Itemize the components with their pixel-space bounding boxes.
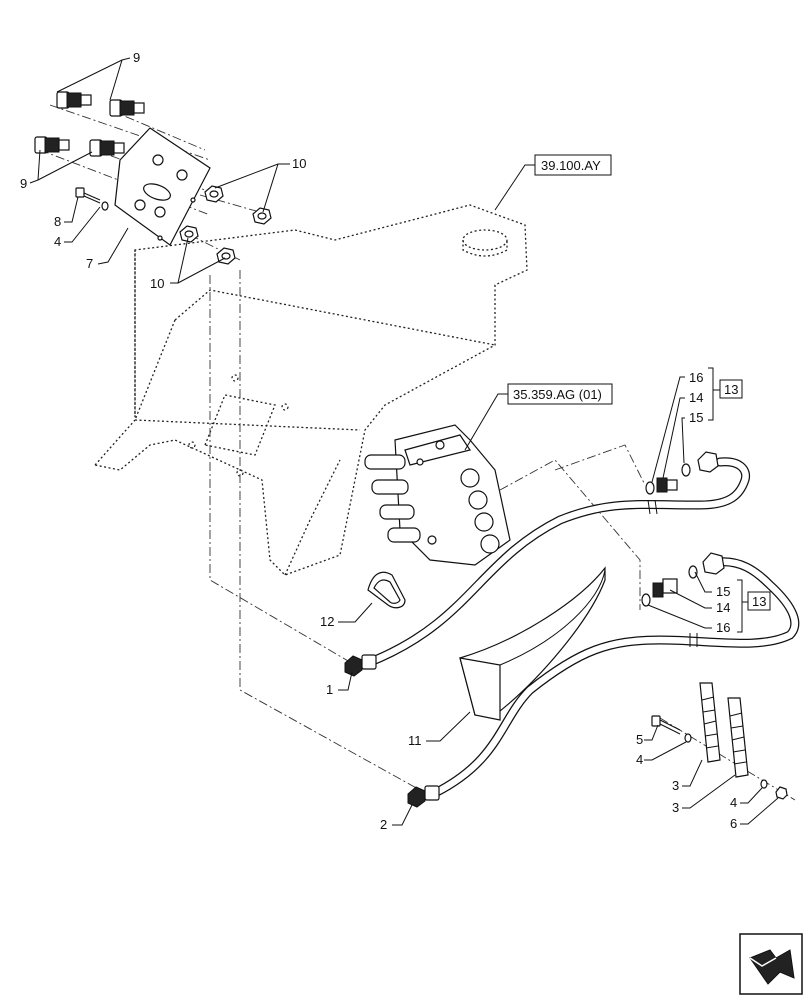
loader-frame-outline <box>93 204 528 576</box>
reference-valve-label: 35.359.AG (01) <box>513 387 602 402</box>
callout-12: 12 <box>320 614 334 629</box>
hydraulic-hoses <box>370 457 800 798</box>
reference-valve[interactable]: 35.359.AG (01) <box>507 383 613 405</box>
callout-4-nut: 4 <box>730 795 737 810</box>
callout-7: 7 <box>86 256 93 271</box>
hose-fitting-1 <box>344 654 377 677</box>
callout-16-upper: 16 <box>689 370 703 385</box>
callout-10-lower: 10 <box>150 276 164 291</box>
quick-coupler-group <box>34 91 145 157</box>
callout-9-left: 9 <box>20 176 27 191</box>
callout-3-a: 3 <box>672 778 679 793</box>
callout-14-upper: 14 <box>689 390 703 405</box>
callout-9-top: 9 <box>133 50 140 65</box>
callout-15-upper: 15 <box>689 410 703 425</box>
reference-frame[interactable]: 39.100.AY <box>534 154 612 176</box>
callout-4-plate: 4 <box>54 234 61 249</box>
fittings-upper <box>645 451 719 495</box>
callout-2: 2 <box>380 817 387 832</box>
callout-4-clamp: 4 <box>636 752 643 767</box>
callout-labels: 9 9 8 4 7 10 10 16 14 15 13 15 14 16 13 … <box>20 50 771 832</box>
callout-8: 8 <box>54 214 61 229</box>
callout-5: 5 <box>636 732 643 747</box>
clamp-bolt-set <box>651 715 788 800</box>
nut-group <box>179 185 272 265</box>
callout-13-upper-box <box>719 379 743 399</box>
control-valve <box>364 424 511 566</box>
callout-16-lower: 16 <box>716 620 730 635</box>
leader-lines <box>29 57 779 826</box>
callout-1: 1 <box>326 682 333 697</box>
callout-6: 6 <box>730 816 737 831</box>
reference-frame-label: 39.100.AY <box>541 158 601 173</box>
hose-clip <box>367 571 406 609</box>
coupler-plate <box>114 127 211 246</box>
protective-sleeve <box>459 566 606 721</box>
callout-10-right: 10 <box>292 156 306 171</box>
hose-fitting-2 <box>407 785 440 808</box>
callout-13-lower-box <box>747 591 771 611</box>
callout-3-b: 3 <box>672 800 679 815</box>
callout-13-lower: 13 <box>752 594 766 609</box>
fittings-lower <box>641 552 725 607</box>
callout-15-lower: 15 <box>716 584 730 599</box>
callout-13-upper: 13 <box>724 382 738 397</box>
callout-11: 11 <box>408 733 422 748</box>
clamp-block-a <box>699 682 721 763</box>
bolt-and-washer <box>75 187 109 211</box>
callout-14-lower: 14 <box>716 600 730 615</box>
next-page-arrow-icon[interactable] <box>739 933 803 995</box>
clamp-block-b <box>727 697 749 778</box>
